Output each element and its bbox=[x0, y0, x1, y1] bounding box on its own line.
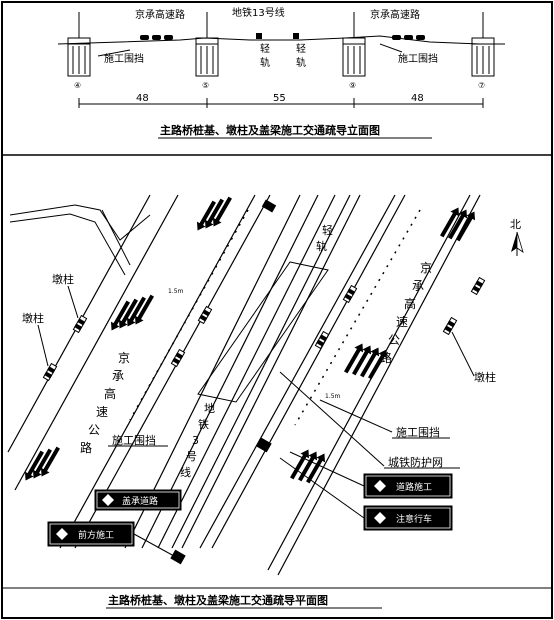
elevation-title: 主路桥桩基、墩柱及盖梁施工交通疏导立面图 bbox=[160, 123, 380, 137]
svg-text:高: 高 bbox=[104, 386, 116, 401]
svg-text:轨: 轨 bbox=[316, 239, 327, 253]
svg-text:京: 京 bbox=[118, 351, 130, 365]
svg-text:承: 承 bbox=[112, 369, 124, 383]
barricade-center bbox=[256, 437, 272, 453]
north-arrow-icon: 北 bbox=[510, 218, 524, 256]
span-dimension-line bbox=[78, 98, 484, 108]
svg-text:承: 承 bbox=[412, 279, 424, 293]
svg-text:北: 北 bbox=[510, 218, 521, 231]
elev-label-right: 京承高速路 bbox=[370, 8, 420, 21]
svg-text:线: 线 bbox=[180, 465, 191, 479]
pier-5 bbox=[195, 12, 219, 77]
svg-text:地: 地 bbox=[204, 402, 215, 415]
plan-fence-right: 施工围挡 bbox=[396, 425, 440, 439]
svg-text:注意行车: 注意行车 bbox=[396, 513, 432, 525]
elev-fence-left: 施工围挡 bbox=[104, 52, 144, 65]
barricade-top bbox=[261, 199, 277, 213]
rail-label: 轻 轨 bbox=[316, 223, 333, 253]
sign-3-leader bbox=[289, 451, 365, 487]
span-3: 48 bbox=[411, 93, 424, 104]
sign-3: 道路施工 bbox=[363, 473, 453, 499]
fence-dotted-left bbox=[129, 209, 249, 421]
svg-text:前方施工: 前方施工 bbox=[78, 529, 114, 541]
construction-zone bbox=[197, 261, 329, 403]
pier-leader-2 bbox=[37, 324, 49, 367]
svg-text:速: 速 bbox=[96, 405, 108, 419]
svg-text:公: 公 bbox=[388, 333, 400, 347]
dim-small-1: 1.5m bbox=[168, 288, 184, 295]
pier-no-7: ⑦ bbox=[478, 81, 485, 90]
elev-fence-right: 施工围挡 bbox=[398, 52, 438, 65]
svg-text:号: 号 bbox=[186, 450, 197, 463]
traffic-arrows-right bbox=[290, 207, 476, 484]
pier-label-3: 墩柱 bbox=[474, 370, 496, 384]
traffic-arrows-left bbox=[24, 196, 232, 481]
svg-text:京: 京 bbox=[420, 261, 432, 275]
plan-title: 主路桥桩基、墩柱及盖梁施工交通疏导平面图 bbox=[108, 593, 328, 607]
light-rail-car-1 bbox=[256, 33, 262, 39]
mesh-label: 城铁防护网 bbox=[388, 455, 443, 469]
elevation-view: 京承高速路 地铁13号线 京承高速路 bbox=[57, 6, 505, 139]
svg-text:路: 路 bbox=[380, 350, 392, 365]
plan-view: 1.5m 1.5m 京 承 高 速 公 路 京 承 高 速 公 路 轻 轨 地 … bbox=[7, 194, 524, 609]
pier-label-1: 墩柱 bbox=[52, 272, 74, 286]
sign-2: 前方施工 bbox=[47, 521, 135, 547]
elev-label-mid: 地铁13号线 bbox=[232, 6, 285, 19]
mesh-leader bbox=[279, 371, 385, 467]
metro-label: 地 铁 3 号 线 bbox=[180, 402, 215, 479]
rail-left-1: 轻 bbox=[260, 42, 270, 55]
road-right-label: 京 承 高 速 公 路 bbox=[380, 261, 432, 365]
pier-leader-3 bbox=[451, 331, 475, 377]
svg-text:公: 公 bbox=[88, 423, 100, 437]
pier-9 bbox=[342, 12, 366, 77]
pier-no-9: ⑨ bbox=[349, 81, 356, 90]
sign-1: 盖承道路 bbox=[94, 489, 182, 511]
rail-right-1: 轻 bbox=[296, 42, 306, 55]
svg-text:高: 高 bbox=[404, 296, 416, 311]
pier-label-2: 墩柱 bbox=[22, 311, 44, 325]
light-rail-car-2 bbox=[293, 33, 299, 39]
span-1: 48 bbox=[136, 93, 149, 104]
ground-line bbox=[57, 35, 505, 45]
dim-small-2: 1.5m bbox=[325, 393, 341, 400]
elev-label-left: 京承高速路 bbox=[135, 8, 185, 21]
fence-right-leader bbox=[319, 399, 393, 433]
rail-right-2: 轨 bbox=[296, 56, 306, 69]
fence-dotted-right bbox=[294, 209, 421, 426]
svg-text:路: 路 bbox=[80, 440, 92, 455]
rail-left-2: 轨 bbox=[260, 56, 270, 69]
barricade-bottom bbox=[170, 549, 186, 565]
vehicles-right bbox=[392, 35, 425, 40]
plan-fence-left: 施工围挡 bbox=[112, 433, 156, 447]
pier-4 bbox=[67, 12, 91, 77]
pier-no-4: ④ bbox=[74, 81, 81, 90]
sign-4: 注意行车 bbox=[363, 505, 453, 531]
pier-leader-1 bbox=[67, 285, 79, 319]
vehicles-left bbox=[140, 35, 173, 40]
pier-columns bbox=[42, 276, 486, 382]
fence-right-leader bbox=[379, 43, 403, 53]
svg-text:速: 速 bbox=[396, 315, 408, 329]
road-edges bbox=[7, 194, 481, 576]
svg-text:铁: 铁 bbox=[198, 418, 209, 431]
svg-text:轻: 轻 bbox=[322, 223, 333, 237]
sign-4-leader bbox=[279, 457, 365, 519]
pier-no-5: ⑤ bbox=[202, 81, 209, 90]
fence-left-leader bbox=[97, 49, 131, 57]
svg-text:3: 3 bbox=[192, 434, 199, 447]
road-left-label: 京 承 高 速 公 路 bbox=[80, 351, 130, 455]
svg-text:盖承道路: 盖承道路 bbox=[122, 495, 158, 507]
pier-7 bbox=[471, 12, 495, 77]
sign-2-leader bbox=[133, 533, 175, 557]
svg-text:道路施工: 道路施工 bbox=[396, 481, 432, 493]
span-2: 55 bbox=[273, 93, 286, 104]
side-road bbox=[9, 204, 151, 276]
